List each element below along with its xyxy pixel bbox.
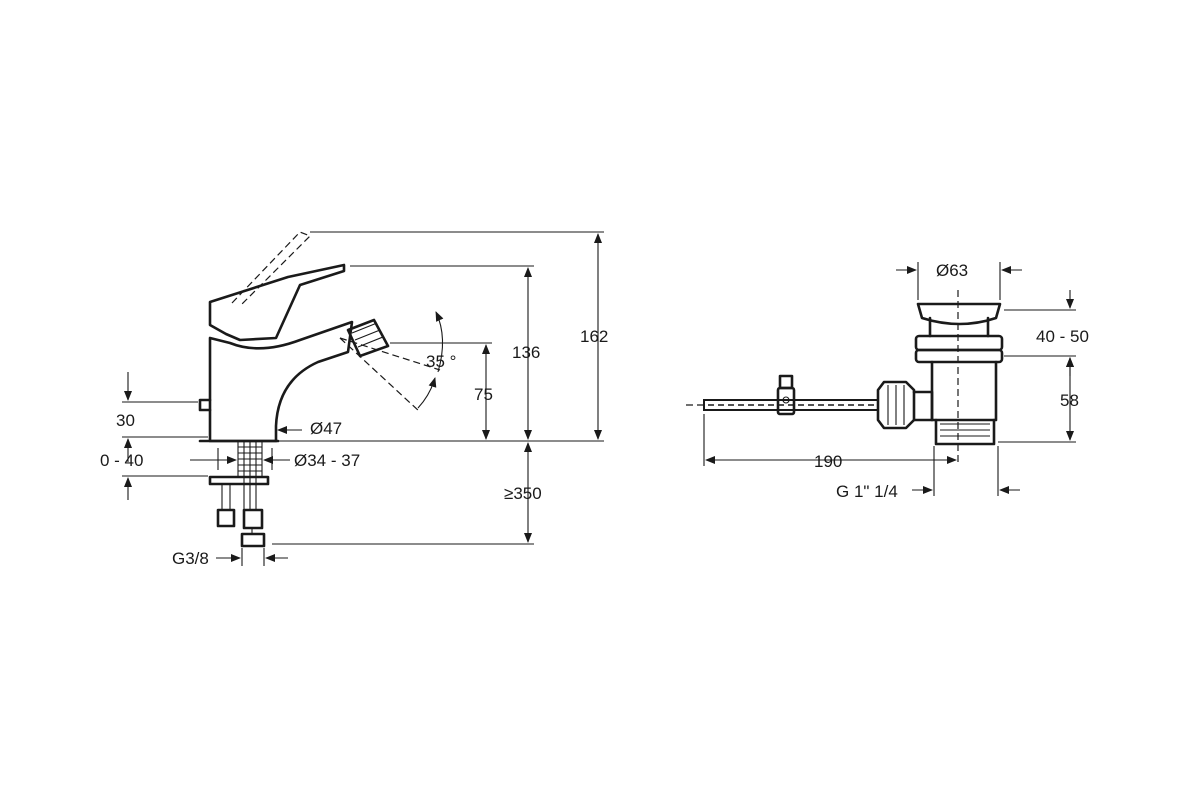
dim-plug-diameter: Ø63 bbox=[936, 261, 968, 280]
dim-lever-height: 30 bbox=[116, 411, 135, 430]
dim-plug-range: 40 - 50 bbox=[1036, 327, 1089, 346]
dim-outlet-height: 75 bbox=[474, 385, 493, 404]
body-side-knob bbox=[198, 398, 212, 412]
dim-hose-length: ≥350 bbox=[504, 484, 542, 503]
waste-plug bbox=[916, 302, 1002, 326]
waste-flange bbox=[914, 334, 1004, 352]
nozzle-axis bbox=[339, 337, 441, 371]
bidet-mixer-drawing: 162 136 75 35 ° Ø47 30 0 - 40 Ø34 - 37 bbox=[100, 231, 608, 568]
dim-hole-diameter: Ø34 - 37 bbox=[294, 451, 360, 470]
dim-deck-thickness: 0 - 40 bbox=[100, 451, 143, 470]
flexible-hose-nut-left bbox=[216, 508, 236, 528]
dim-thread: G 1" 1/4 bbox=[836, 482, 898, 501]
bidet-nozzle bbox=[346, 318, 390, 358]
dim-body-height: 58 bbox=[1060, 391, 1079, 410]
waste-pull-rod bbox=[703, 399, 879, 411]
dim-total-height: 162 bbox=[580, 327, 608, 346]
dim-body-diameter: Ø47 bbox=[310, 419, 342, 438]
flexible-hose-nut-right bbox=[242, 508, 264, 530]
dim-connection: G3/8 bbox=[172, 549, 209, 568]
dim-angle: 35 ° bbox=[426, 352, 456, 371]
dim-spout-height: 136 bbox=[512, 343, 540, 362]
dim-rod-length: 190 bbox=[814, 452, 842, 471]
mixer-body bbox=[208, 320, 354, 443]
fixing-plate bbox=[208, 475, 270, 486]
waste-body bbox=[930, 360, 998, 422]
pop-up-waste-drawing: Ø63 40 - 50 58 190 G 1" 1/4 bbox=[686, 261, 1089, 501]
lever-raised-outline bbox=[231, 231, 312, 307]
mixer-lever bbox=[208, 263, 346, 342]
